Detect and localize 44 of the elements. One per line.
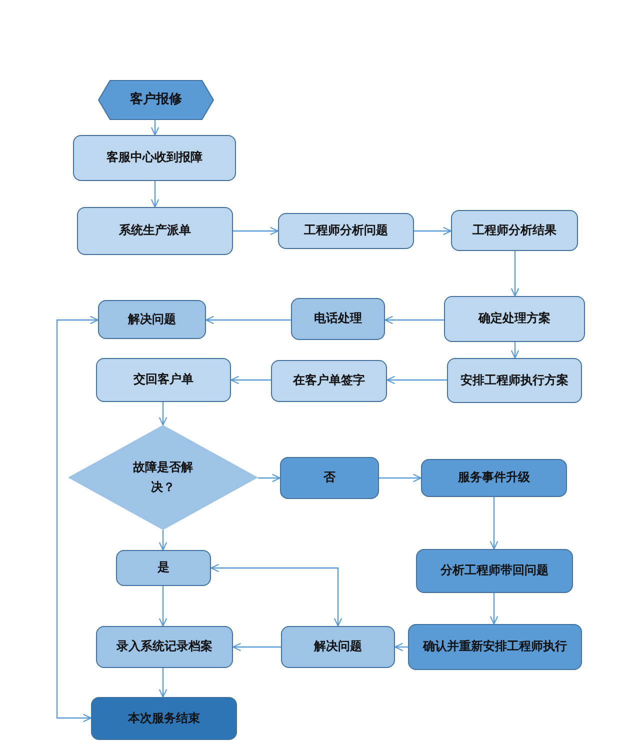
process-box: 解决问题 (281, 626, 395, 668)
process-box: 确定处理方案 (444, 296, 585, 342)
process-box: 否 (280, 457, 379, 499)
arrow (158, 530, 168, 551)
start-hexagon (98, 80, 214, 120)
arrow (379, 474, 422, 482)
process-box: 确认并重新安排工程师执行 (408, 624, 582, 670)
process-box: 工程师分析结果 (451, 210, 578, 251)
arrow (384, 316, 444, 324)
arrow (230, 376, 271, 384)
arrow (232, 642, 281, 652)
node-text: 故障是否解决？ (132, 459, 194, 496)
process-box: 录入系统记录档案 (96, 626, 233, 668)
decision-diamond (68, 425, 258, 530)
arrow (490, 497, 498, 550)
arrow (386, 376, 447, 384)
arrow (258, 474, 281, 482)
arrow (490, 593, 498, 625)
process-box: 分析工程师带回问题 (416, 549, 573, 593)
process-box: 服务事件升级 (421, 459, 567, 497)
arrow (158, 586, 168, 627)
process-box: 电话处理 (291, 298, 385, 340)
end-box: 本次服务结束 (91, 697, 237, 740)
process-box: 在客户单签字 (271, 360, 387, 402)
process-box: 客服中心收到报障 (73, 135, 236, 181)
process-box: 工程师分析问题 (278, 213, 414, 249)
arrow (510, 342, 520, 359)
arrow (150, 120, 160, 136)
arrow (510, 251, 520, 297)
arrow (158, 668, 168, 698)
process-box: 解决问题 (98, 300, 206, 339)
arrow (56, 316, 99, 722)
arrow (158, 402, 168, 426)
arrow (150, 181, 160, 208)
arrow (210, 564, 342, 627)
process-box: 安排工程师执行方案 (447, 358, 582, 403)
process-box: 交回客户单 (96, 358, 231, 402)
process-box: 系统生产派单 (77, 207, 233, 255)
arrow (394, 642, 408, 652)
arrow (414, 226, 452, 236)
process-box: 是 (116, 550, 211, 586)
node-text: 客户报修 (130, 90, 182, 109)
arrow (205, 316, 291, 324)
arrow (233, 226, 279, 236)
